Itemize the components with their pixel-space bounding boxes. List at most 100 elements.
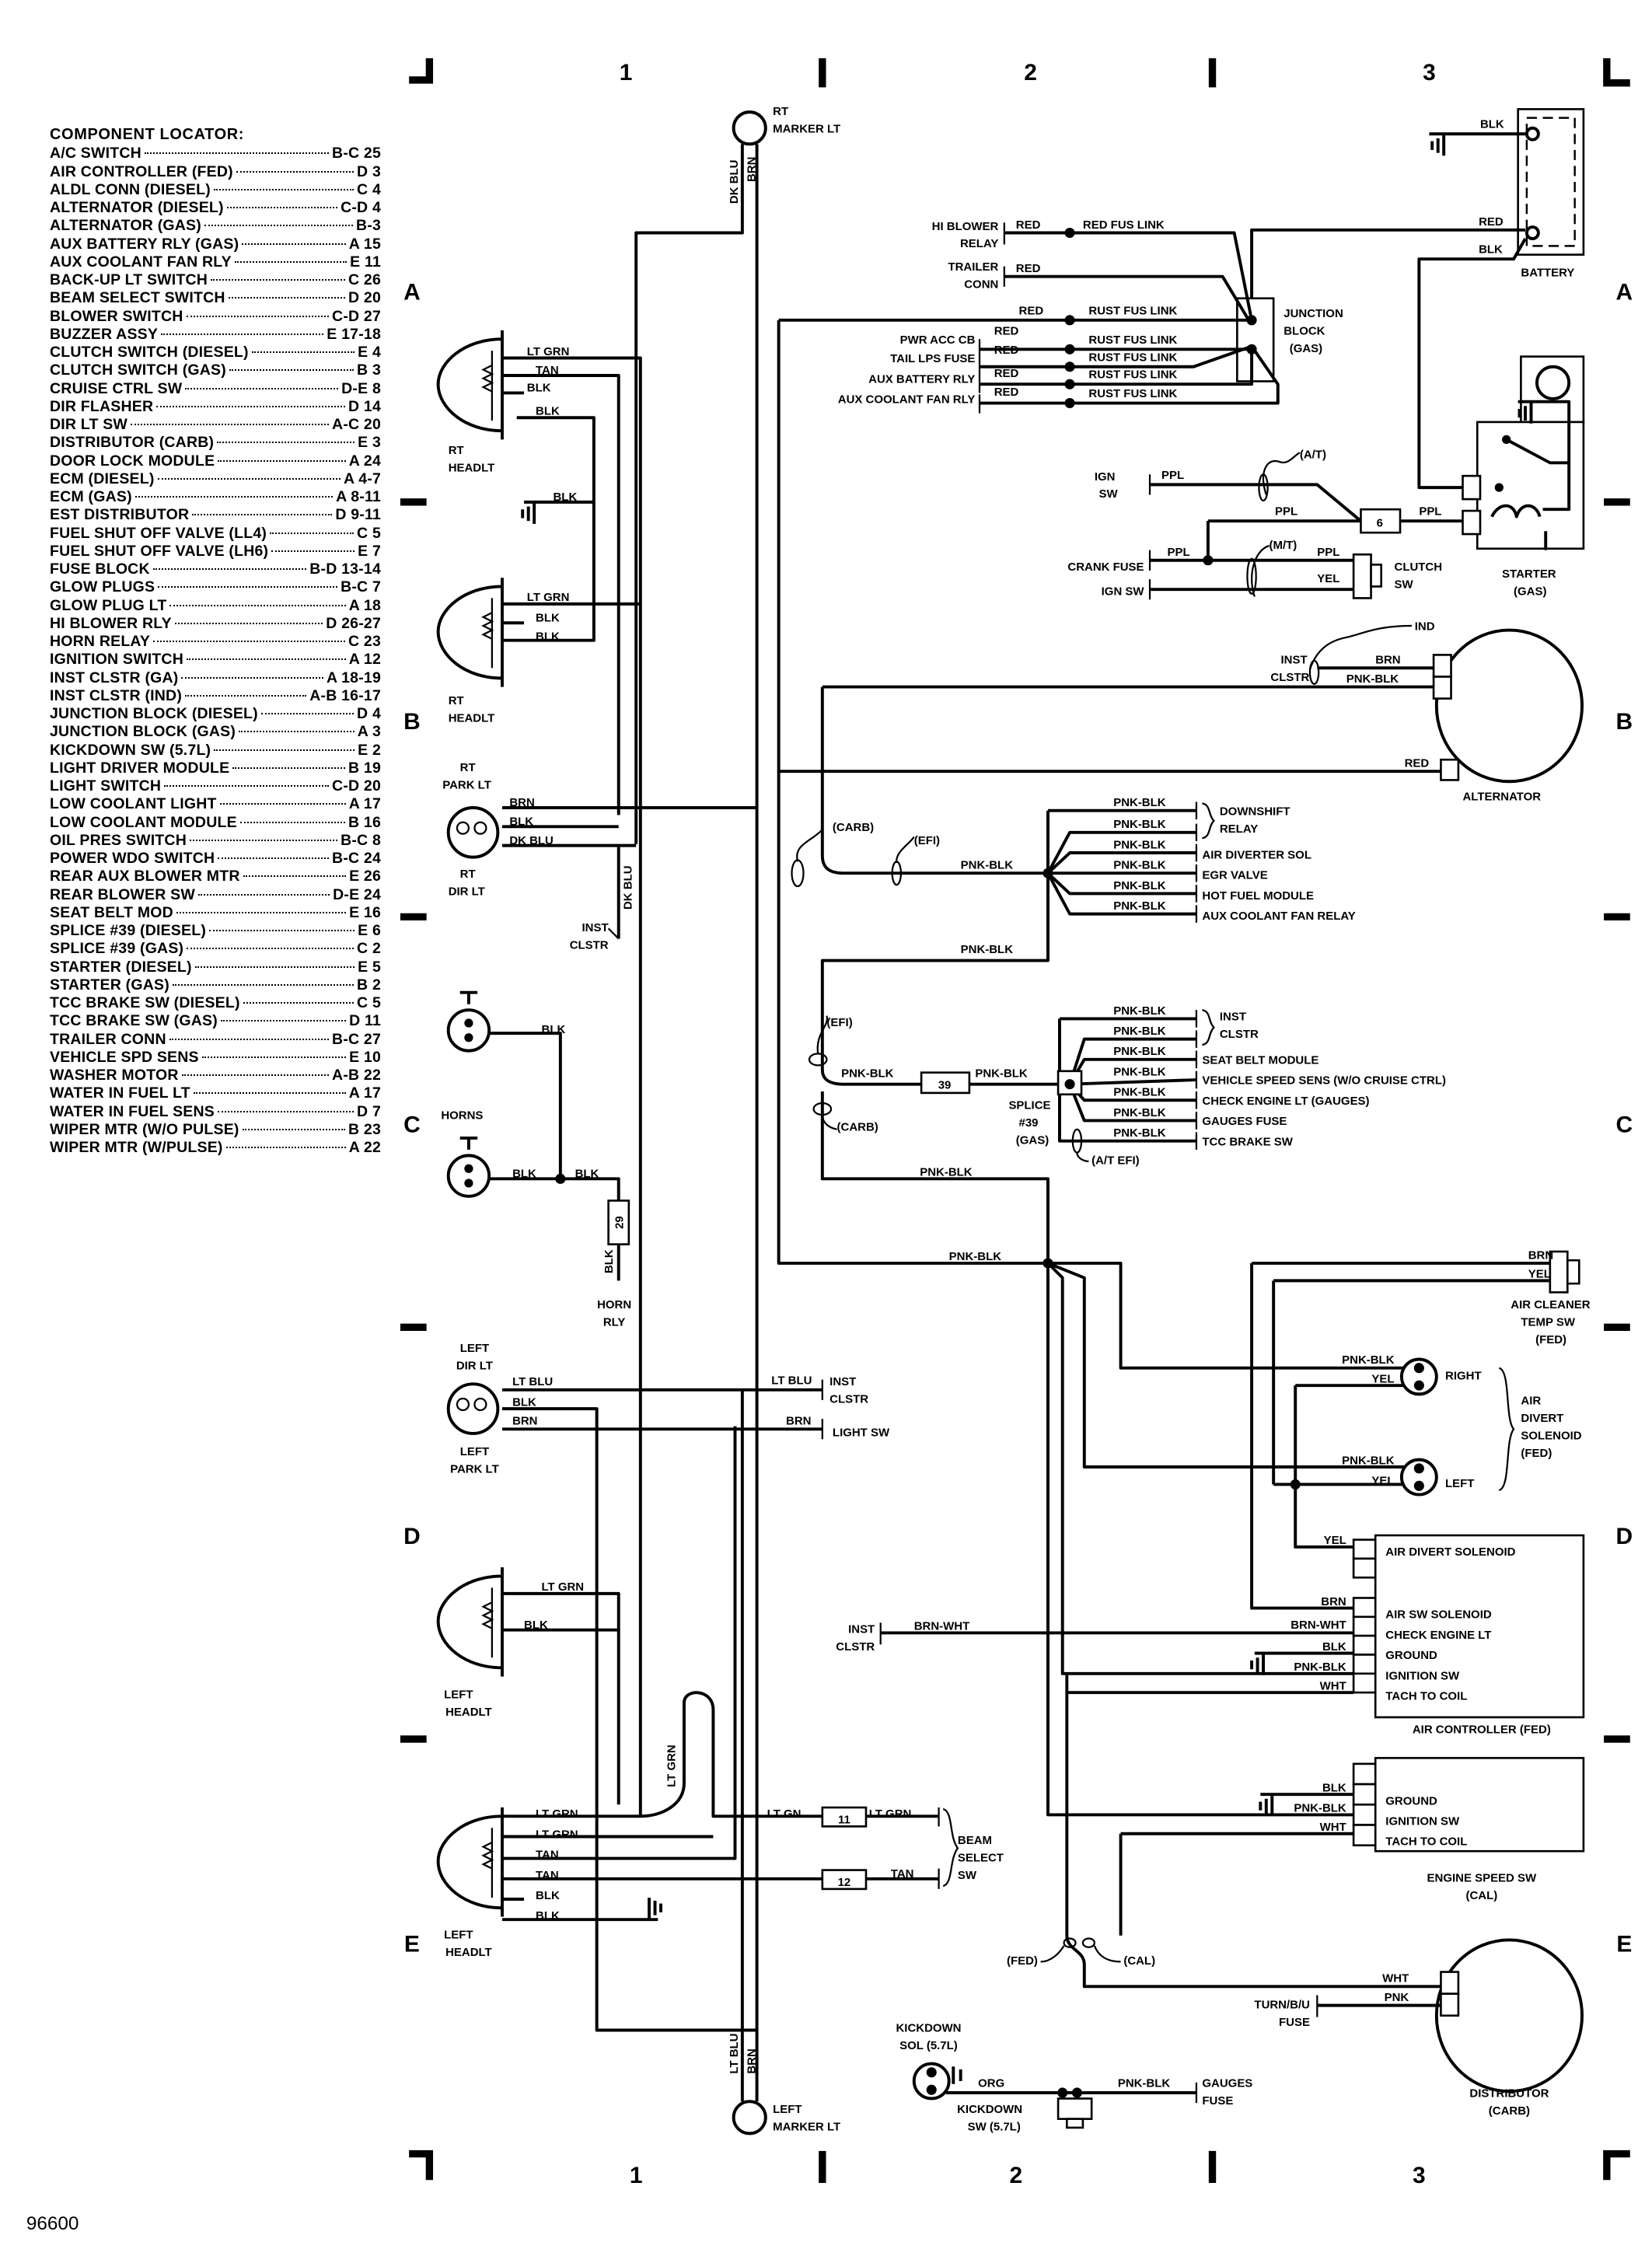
locator-item: JUNCTION BLOCK (DIESEL)D 4 (50, 705, 381, 723)
wire-label-blk-gnd1: BLK (553, 491, 577, 504)
wire-label-yel-right: YEL (1371, 1372, 1394, 1385)
leader-dots (225, 1147, 346, 1148)
wire-label-left-hl2-1: LEFT (444, 1929, 473, 1942)
leader-dots (243, 875, 347, 878)
wire-label-gauges-kd-1: GAUGES (1202, 2076, 1252, 2090)
locator-item: CLUTCH SWITCH (GAS)B 3 (50, 361, 381, 379)
locator-item-ref: D 7 (357, 1102, 381, 1120)
locator-item-ref: E 11 (350, 253, 381, 271)
locator-item-ref: D 20 (348, 289, 381, 307)
locator-item: WIPER MTR (W/PULSE)A 22 (50, 1139, 381, 1157)
wire-label-brn-park: BRN (509, 796, 534, 809)
wire-label-brnwht-inst: BRN-WHT (914, 1620, 970, 1633)
wire-label-blk-park: BLK (509, 815, 533, 828)
wire-label-horns: HORNS (441, 1109, 483, 1123)
wire-label-rt-hl2-1: RT (449, 694, 464, 707)
wire-label-blk2a: BLK (536, 611, 560, 624)
leader-dots (152, 568, 307, 570)
locator-item-ref: B 3 (357, 361, 381, 379)
wire-label-tan4a: TAN (536, 1849, 559, 1862)
leader-dots (186, 315, 330, 317)
wire-label-aux-cool: AUX COOLANT FAN RELAY (1202, 910, 1355, 923)
locator-item-name: JUNCTION BLOCK (DIESEL) (50, 705, 258, 722)
wire-label-es-p3: TACH TO COIL (1385, 1835, 1467, 1849)
alternator (777, 320, 1584, 784)
locator-item-ref: A 17 (348, 795, 381, 813)
leader-dots (144, 152, 330, 155)
wire-label-efi2: (EFI) (826, 1016, 852, 1029)
locator-item-name: LOW COOLANT LIGHT (50, 795, 217, 813)
wire-label-fed: (FED) (1007, 1954, 1038, 1968)
locator-item-name: WATER IN FUEL LT (50, 1084, 190, 1102)
locator-item: ALTERNATOR (DIESEL)C-D 4 (50, 199, 381, 217)
wire-label-lt-marker-2: MARKER LT (773, 2121, 840, 2134)
wire-label-red-alt: RED (1405, 757, 1430, 770)
wire-label-conn6: 6 (1377, 517, 1383, 530)
locator-item-name: IGNITION SWITCH (50, 651, 183, 669)
locator-item-ref: B-C 7 (341, 578, 381, 596)
wire-label-inst-s-2: CLSTR (1220, 1028, 1259, 1041)
locator-item-ref: A-B 22 (332, 1067, 381, 1084)
wire-label-dist-2: (CARB) (1489, 2104, 1530, 2118)
wire-label-jb-2: BLOCK (1284, 325, 1325, 338)
left-headlamp-icon (436, 1566, 504, 1678)
row-label: E (1616, 1931, 1632, 1957)
rt-park-lamp-icon (446, 806, 500, 859)
wire-label-pb-main1: PNK-BLK (961, 859, 1014, 872)
wire-label-gauges: GAUGES FUSE (1202, 1115, 1287, 1128)
leader-dots (193, 1092, 346, 1095)
wire-label-conn11: 11 (838, 1814, 850, 1827)
wire-label-blk-h2: BLK (512, 1167, 536, 1180)
wire-label-pb-s3: PNK-BLK (1113, 1045, 1166, 1058)
wire-label-ac-p3: CHECK ENGINE LT (1385, 1629, 1491, 1642)
row-label: C (1615, 1112, 1633, 1137)
wire-label-ac-p5: IGNITION SW (1385, 1669, 1460, 1682)
locator-item-name: AUX COOLANT FAN RLY (50, 253, 232, 271)
wire-label-jb-1: JUNCTION (1284, 307, 1343, 320)
locator-item-ref: B 2 (357, 976, 381, 994)
wire-label-brn-alt: BRN (1375, 654, 1400, 667)
locator-item-name: ECM (GAS) (50, 488, 132, 505)
leader-dots (187, 948, 354, 950)
locator-item: INST CLSTR (IND)A-B 16-17 (50, 687, 381, 705)
locator-item-ref: A 8-11 (336, 488, 381, 505)
leader-dots (234, 260, 348, 263)
main-harness-trunk (634, 110, 767, 2136)
locator-item-name: ALTERNATOR (DIESEL) (50, 199, 224, 216)
wire-label-tail: TAIL LPS FUSE (890, 352, 975, 365)
wire-label-cal: (CAL) (1123, 1954, 1155, 1968)
locator-item: SPLICE #39 (GAS)C 2 (50, 940, 381, 958)
leader-dots (239, 731, 354, 733)
wire-label-ltgrn4a: LT GRN (536, 1807, 578, 1821)
locator-title: COMPONENT LOCATOR: (50, 126, 245, 143)
wire-label-rust2: RUST FUS LINK (1088, 334, 1177, 347)
wire-label-ac-title: AIR CONTROLLER (FED) (1413, 1723, 1551, 1737)
wire-label-ppl3: PPL (1419, 505, 1441, 519)
wire-label-pb-main3: PNK-BLK (841, 1067, 894, 1080)
wire-label-left-hl1-2: HEADLT (445, 1706, 492, 1719)
wire-label-trailer-2: CONN (964, 278, 998, 292)
locator-item: FUEL SHUT OFF VALVE (LH6)E 7 (50, 543, 381, 561)
wire-label-ads-2: DIVERT (1521, 1412, 1563, 1425)
wire-label-brn-bot: BRN (746, 2048, 759, 2073)
locator-item-ref: D 9-11 (335, 506, 381, 524)
wire-label-pb-main5: PNK-BLK (920, 1166, 973, 1179)
wire-label-wht-ac: WHT (1320, 1679, 1346, 1692)
locator-item-name: DISTRIBUTOR (CARB) (50, 434, 215, 452)
wire-label-pb-kd: PNK-BLK (1118, 2076, 1171, 2090)
column-label: 1 (620, 60, 633, 86)
leader-dots (176, 911, 347, 913)
locator-item-name: INST CLSTR (GA) (50, 669, 179, 686)
wire-label-right: RIGHT (1445, 1370, 1482, 1383)
wire-label-acts-2: TEMP SW (1521, 1315, 1575, 1329)
wire-label-jb-3: (GAS) (1290, 342, 1322, 355)
